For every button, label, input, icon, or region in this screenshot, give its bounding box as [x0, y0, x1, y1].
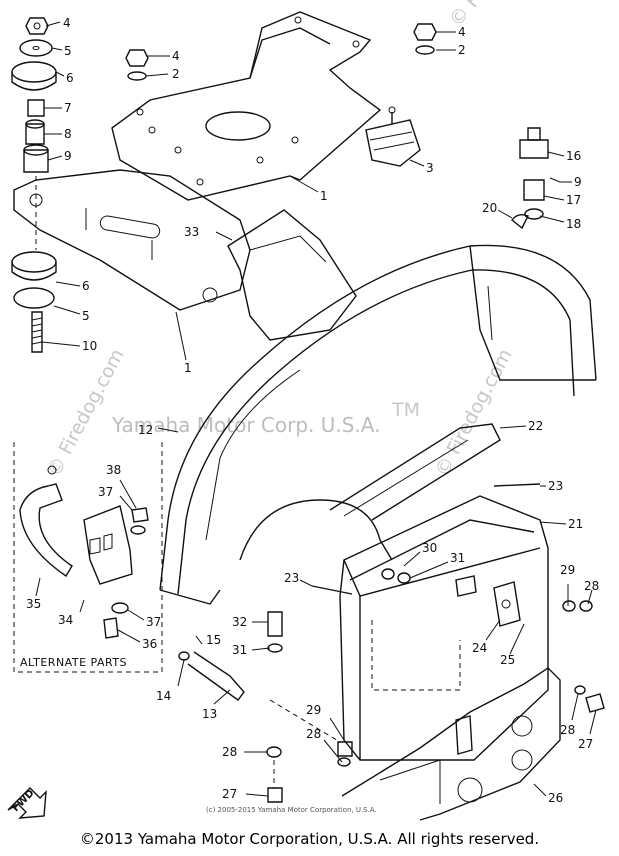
handle-bar-22 [329, 423, 501, 521]
plate-33 [227, 209, 357, 341]
callout-28: 28 [584, 579, 599, 593]
callout-12: 12 [138, 423, 153, 437]
callout-36: 36 [142, 637, 157, 651]
callout-1: 1 [184, 361, 192, 375]
callout-37: 37 [146, 615, 161, 629]
callout-27: 27 [578, 737, 593, 751]
rod-23-lower [311, 585, 353, 595]
callout-28: 28 [306, 727, 321, 741]
callout-6: 6 [66, 71, 74, 85]
top-mount-plate [111, 11, 382, 201]
callout-26: 26 [548, 791, 563, 805]
watermark-firedog-right: © Firedog.com [431, 345, 517, 480]
callout-30: 30 [422, 541, 437, 555]
alternate-parts-box [13, 442, 163, 673]
callout-10: 10 [82, 339, 97, 353]
callout-9: 9 [64, 149, 72, 163]
callout-1: 1 [320, 189, 328, 203]
saddlebag [339, 495, 549, 761]
bracket-26 [341, 667, 561, 821]
motor-component [365, 106, 421, 167]
callout-9: 9 [574, 175, 582, 189]
callout-7: 7 [64, 101, 72, 115]
callout-3: 3 [426, 161, 434, 175]
rod-23-upper [493, 483, 541, 487]
right-small-parts [511, 127, 561, 230]
callout-31: 31 [232, 643, 247, 657]
callout-2: 2 [458, 43, 466, 57]
small-copyright: (c) 2005-2015 Yamaha Motor Corporation, … [206, 806, 377, 814]
callout-37: 37 [98, 485, 113, 499]
fasteners [266, 568, 605, 803]
callout-5: 5 [64, 44, 72, 58]
callout-5: 5 [82, 309, 90, 323]
callout-31: 31 [450, 551, 465, 565]
callout-4: 4 [172, 49, 180, 63]
callout-23: 23 [548, 479, 563, 493]
callout-8: 8 [64, 127, 72, 141]
callout-15: 15 [206, 633, 221, 647]
callout-32: 32 [232, 615, 247, 629]
callout-18: 18 [566, 217, 581, 231]
callout-22: 22 [528, 419, 543, 433]
callout-28: 28 [222, 745, 237, 759]
callout-4: 4 [458, 25, 466, 39]
small-nuts [125, 23, 437, 81]
callout-38: 38 [106, 463, 121, 477]
callout-14: 14 [156, 689, 171, 703]
left-parts-stack [11, 17, 57, 353]
alternate-parts-label: ALTERNATE PARTS [20, 656, 127, 669]
fwd-arrow: FWD [7, 787, 47, 819]
callout-29: 29 [306, 703, 321, 717]
callout-17: 17 [566, 193, 581, 207]
callout-24: 24 [472, 641, 487, 655]
callout-33: 33 [184, 225, 199, 239]
callout-2: 2 [172, 67, 180, 81]
callout-23: 23 [284, 571, 299, 585]
leader-lines [35, 21, 597, 797]
callout-35: 35 [26, 597, 41, 611]
callout-21: 21 [568, 517, 583, 531]
callout-20: 20 [482, 201, 497, 215]
callout-16: 16 [566, 149, 581, 163]
watermark-tm: TM [391, 399, 420, 421]
callout-25: 25 [500, 653, 515, 667]
callout-28: 28 [560, 723, 575, 737]
callout-labels: 4 5 6 7 8 9 4 2 4 2 3 1 16 9 17 20 18 33… [26, 16, 599, 805]
callout-27: 27 [222, 787, 237, 801]
lower-bracket [13, 169, 251, 311]
rear-fender [159, 244, 597, 605]
callout-4: 4 [63, 16, 71, 30]
copyright-notice: ©2013 Yamaha Motor Corporation, U.S.A. A… [79, 830, 540, 848]
callout-13: 13 [202, 707, 217, 721]
callout-34: 34 [58, 613, 73, 627]
callout-29: 29 [560, 563, 575, 577]
callout-6: 6 [82, 279, 90, 293]
